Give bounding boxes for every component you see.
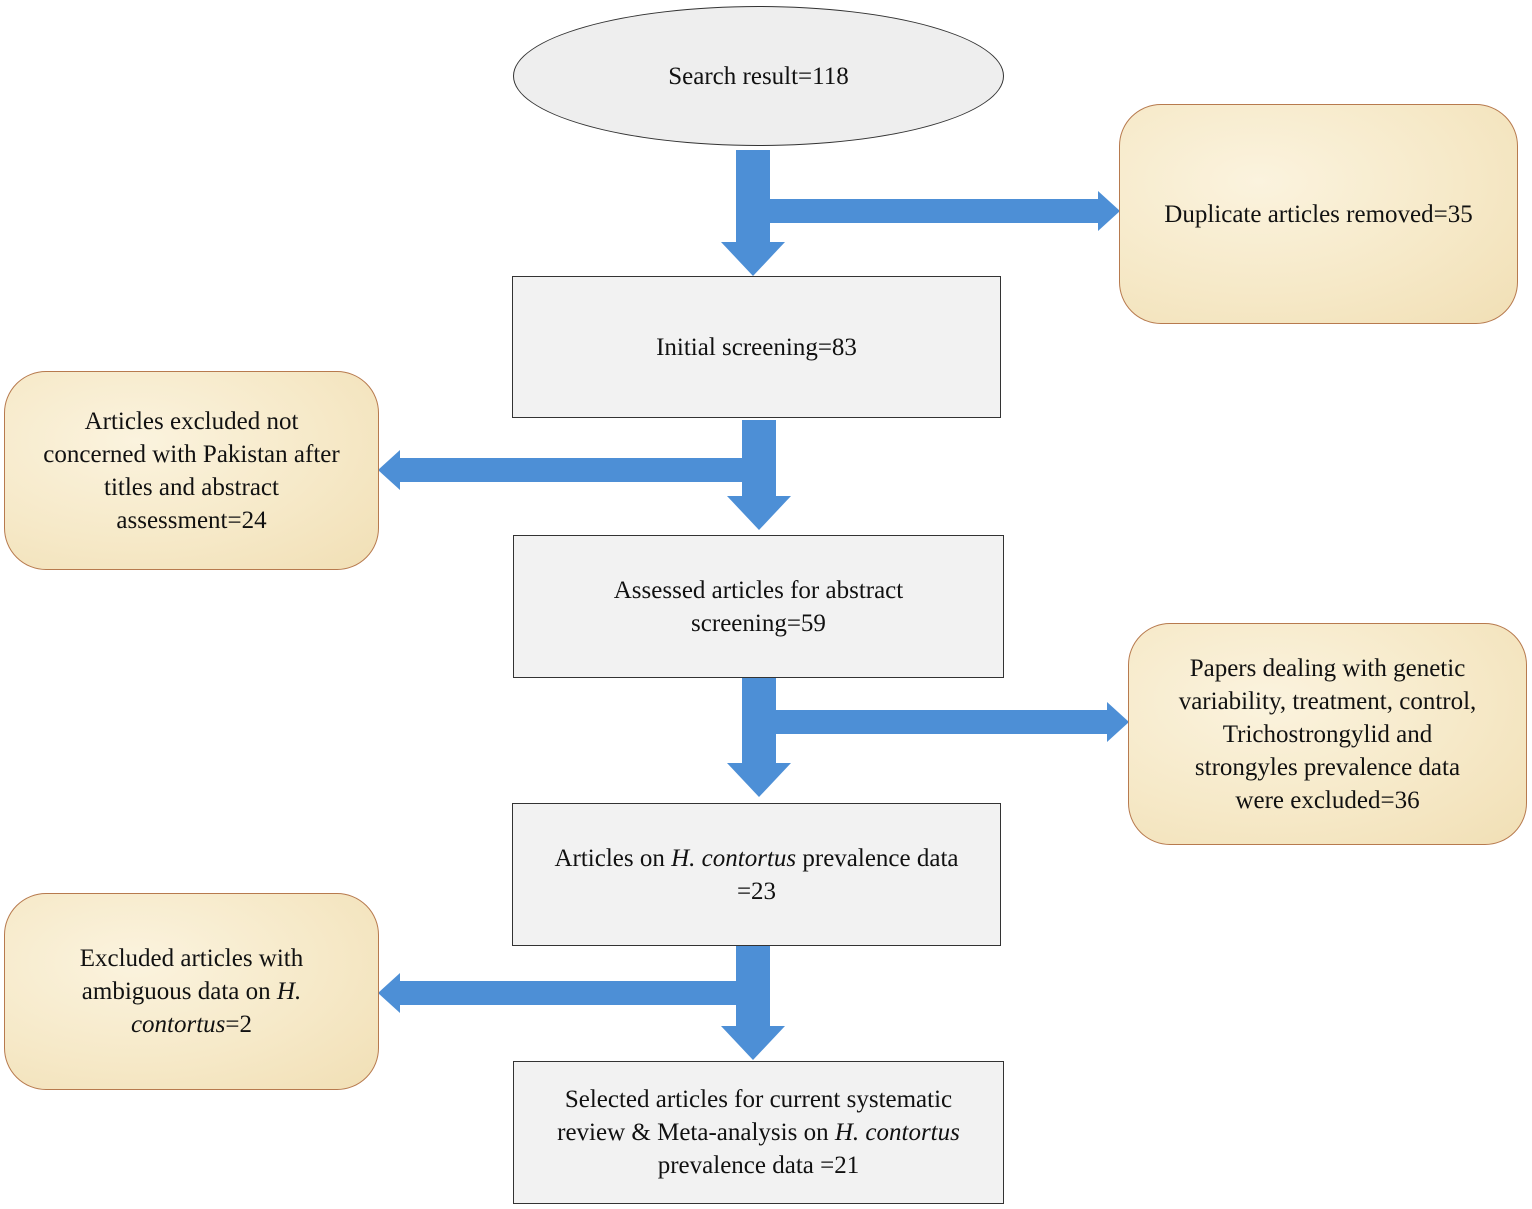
arrow-down-3-head bbox=[727, 763, 791, 797]
arrow-left-2-head bbox=[378, 450, 400, 490]
excluded-pakistan-line: Articles excluded not bbox=[84, 407, 299, 435]
excluded-ambiguous-line-3: contortus=2 bbox=[130, 1011, 253, 1038]
excluded-pakistan-node: Articles excluded not concerned with Pak… bbox=[4, 371, 379, 570]
arrow-right-3-shaft bbox=[758, 710, 1107, 734]
arrow-right-1-head bbox=[1098, 191, 1120, 231]
excluded-papers-line: were excluded=36 bbox=[1235, 786, 1420, 814]
hcontortus-articles-node: Articles on H. contortus prevalence data… bbox=[512, 803, 1001, 946]
assessed-articles-text: Assessed articles for abstract screening… bbox=[614, 574, 903, 640]
excluded-papers-text: Papers dealing with genetic variability,… bbox=[1179, 652, 1477, 817]
arrow-down-1-shaft bbox=[736, 150, 770, 242]
excluded-ambiguous-line-1: Excluded articles with bbox=[79, 945, 304, 972]
search-result-node: Search result=118 bbox=[513, 6, 1004, 146]
duplicates-removed-text: Duplicate articles removed=35 bbox=[1164, 200, 1473, 228]
selected-articles-text: Selected articles for current systematic… bbox=[557, 1083, 960, 1182]
arrow-down-1-head bbox=[721, 242, 785, 276]
arrow-right-3-head bbox=[1107, 702, 1129, 742]
excluded-ambiguous-node: Excluded articles with ambiguous data on… bbox=[4, 893, 379, 1090]
hcontortus-articles-line-1: Articles on H. contortus prevalence data bbox=[554, 844, 959, 872]
assessed-articles-node: Assessed articles for abstract screening… bbox=[513, 535, 1004, 678]
arrow-down-2-head bbox=[727, 496, 791, 530]
hcontortus-articles-line-2: =23 bbox=[736, 877, 777, 905]
arrow-left-4-shaft bbox=[400, 981, 749, 1005]
excluded-papers-node: Papers dealing with genetic variability,… bbox=[1128, 623, 1527, 845]
excluded-pakistan-text: Articles excluded not concerned with Pak… bbox=[43, 405, 339, 537]
arrow-down-4-head bbox=[721, 1026, 785, 1060]
excluded-papers-line: Papers dealing with genetic bbox=[1189, 654, 1466, 682]
arrow-left-2-shaft bbox=[400, 458, 749, 482]
excluded-papers-line: variability, treatment, control, bbox=[1178, 687, 1477, 715]
hcontortus-articles-text: Articles on H. contortus prevalence data… bbox=[554, 842, 958, 908]
arrow-left-4-head bbox=[378, 973, 400, 1013]
excluded-pakistan-line: titles and abstract bbox=[104, 473, 279, 501]
arrow-right-1-shaft bbox=[750, 199, 1098, 223]
selected-articles-line-3: prevalence data =21 bbox=[657, 1152, 860, 1179]
initial-screening-node: Initial screening=83 bbox=[512, 276, 1001, 418]
selected-articles-line-2: review & Meta-analysis on H. contortus bbox=[557, 1119, 960, 1146]
excluded-papers-line: strongyles prevalence data bbox=[1194, 753, 1461, 781]
excluded-ambiguous-line-2: ambiguous data on H. bbox=[81, 978, 302, 1005]
search-result-text: Search result=118 bbox=[668, 62, 849, 90]
excluded-papers-line: Trichostrongylid and bbox=[1222, 720, 1433, 748]
excluded-pakistan-line: concerned with Pakistan after bbox=[43, 440, 340, 468]
selected-articles-line-1: Selected articles for current systematic bbox=[564, 1086, 953, 1113]
initial-screening-text: Initial screening=83 bbox=[656, 333, 857, 361]
assessed-articles-line: Assessed articles for abstract bbox=[613, 576, 904, 604]
excluded-ambiguous-text: Excluded articles with ambiguous data on… bbox=[80, 942, 304, 1041]
selected-articles-node: Selected articles for current systematic… bbox=[513, 1061, 1004, 1204]
excluded-pakistan-line: assessment=24 bbox=[116, 506, 267, 534]
assessed-articles-line: screening=59 bbox=[691, 609, 826, 637]
duplicates-removed-node: Duplicate articles removed=35 bbox=[1119, 104, 1518, 324]
